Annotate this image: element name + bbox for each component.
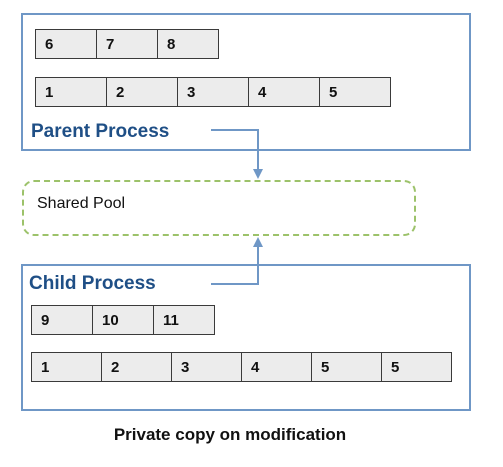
page-cell: 4 xyxy=(248,77,320,107)
diagram-caption: Private copy on modification xyxy=(113,425,347,444)
page-cell: 5 xyxy=(381,352,452,382)
page-cell: 5 xyxy=(319,77,391,107)
shared-pool: Shared Pool xyxy=(22,180,416,236)
page-cell: 2 xyxy=(101,352,172,382)
page-cell: 2 xyxy=(106,77,178,107)
shared-pool-label: Shared Pool xyxy=(37,195,126,212)
page-cell: 3 xyxy=(177,77,249,107)
child-to-pool-arrow xyxy=(211,237,263,285)
page-cell: 11 xyxy=(153,305,215,335)
page-cell: 10 xyxy=(92,305,154,335)
parent-process-box: 6 7 8 1 2 3 4 5 Parent Process xyxy=(21,13,471,151)
page-cell: 5 xyxy=(311,352,382,382)
parent-private-pages: 6 7 8 xyxy=(35,29,219,59)
child-process-title: Child Process xyxy=(29,273,156,294)
page-cell: 6 xyxy=(35,29,97,59)
page-cell: 8 xyxy=(157,29,219,59)
child-private-pages: 9 10 11 xyxy=(31,305,215,335)
child-process-box: Child Process 9 10 11 1 2 3 4 5 5 xyxy=(21,264,471,411)
parent-process-title: Parent Process xyxy=(31,121,170,142)
page-cell: 1 xyxy=(31,352,102,382)
page-cell: 4 xyxy=(241,352,312,382)
page-cell: 3 xyxy=(171,352,242,382)
page-cell: 9 xyxy=(31,305,93,335)
parent-shared-pages: 1 2 3 4 5 xyxy=(35,77,391,107)
parent-to-pool-arrow xyxy=(211,129,263,179)
child-shared-pages: 1 2 3 4 5 5 xyxy=(31,352,452,382)
